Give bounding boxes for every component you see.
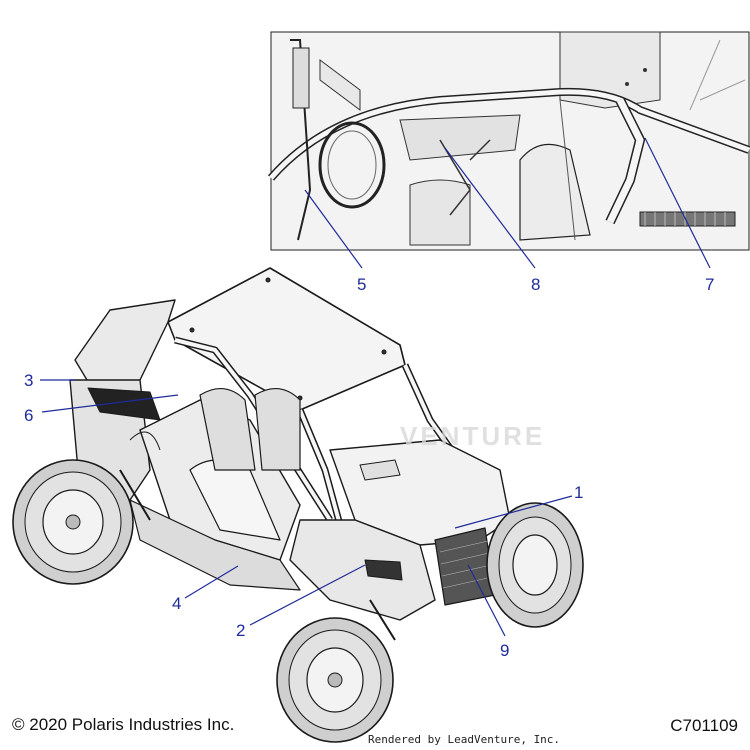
leader-line-6 — [41, 394, 179, 413]
watermark: VENTURE — [400, 421, 545, 451]
callout-4[interactable]: 4 — [172, 594, 181, 613]
callout-6[interactable]: 6 — [24, 406, 33, 425]
leader-line-4 — [184, 565, 239, 599]
callout-7[interactable]: 7 — [705, 275, 714, 294]
inset-detail-view — [267, 31, 750, 251]
callout-5[interactable]: 5 — [357, 275, 366, 294]
copyright-text: © 2020 Polaris Industries Inc. — [12, 715, 235, 734]
leader-line-5 — [304, 189, 363, 269]
leader-line-7 — [644, 137, 711, 269]
callout-3[interactable]: 3 — [24, 371, 33, 390]
wheel-rear-left — [12, 459, 134, 585]
callout-2[interactable]: 2 — [236, 621, 245, 640]
leader-line-8 — [444, 147, 536, 269]
leader-line-1 — [454, 495, 573, 529]
callouts: 1 2 3 4 5 6 7 8 9 — [24, 137, 714, 660]
callout-8[interactable]: 8 — [531, 275, 540, 294]
wheel-front-left — [276, 617, 394, 743]
part-code: C701109 — [670, 716, 738, 735]
render-credit: Rendered by LeadVenture, Inc. — [368, 733, 561, 746]
wheel-front-right — [486, 502, 584, 628]
leader-line-2 — [249, 564, 366, 626]
leader-line-9 — [467, 564, 506, 637]
callout-9[interactable]: 9 — [500, 641, 509, 660]
callout-1[interactable]: 1 — [574, 483, 583, 502]
vehicle-illustration — [12, 267, 584, 743]
